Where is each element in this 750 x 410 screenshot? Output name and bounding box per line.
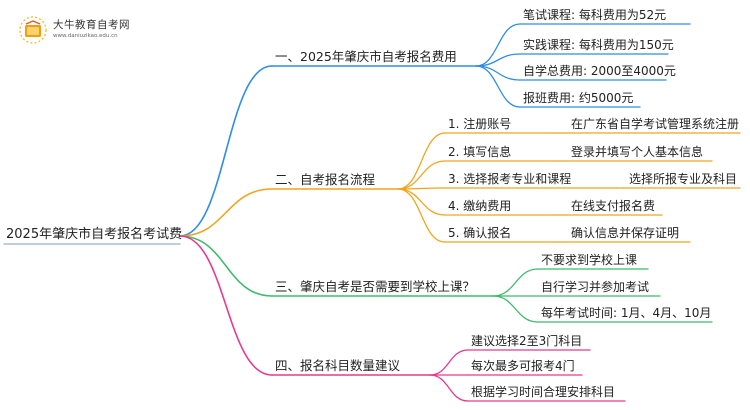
- step-pay-detail[interactable]: 在线支付报名费: [571, 199, 656, 213]
- attendance-not-required[interactable]: 不要求到学校上课: [541, 253, 638, 267]
- fee-class[interactable]: 报班费用: 约5000元: [523, 91, 634, 105]
- branch-fees[interactable]: 一、2025年肇庆市自考报名费用: [275, 49, 457, 64]
- fee-written[interactable]: 笔试课程: 每科费用为52元: [523, 8, 667, 22]
- branch-process[interactable]: 二、自考报名流程: [275, 172, 376, 187]
- step-register[interactable]: 1. 注册账号: [448, 117, 512, 131]
- fee-practical[interactable]: 实践课程: 每科费用为150元: [523, 38, 674, 52]
- branch-attendance[interactable]: 三、肇庆自考是否需要到学校上课？: [275, 279, 476, 294]
- leaf-connector-4-1: [429, 349, 469, 376]
- logo-name: 大牛教育自考网: [53, 19, 130, 31]
- step-choose-major[interactable]: 3. 选择报考专业和课程: [448, 172, 572, 186]
- logo-url: www.daniuzikao.edu.cn: [53, 33, 118, 39]
- leaf-connector-4-3: [429, 374, 469, 402]
- leaf-connector-2-2: [397, 160, 446, 190]
- root-topic[interactable]: 2025年肇庆市自考报名考试费: [6, 227, 183, 242]
- step-pay[interactable]: 4. 缴纳费用: [448, 199, 512, 213]
- leaf-connector-2-1: [397, 132, 446, 190]
- leaf-connector-3-1: [492, 268, 539, 297]
- step-confirm[interactable]: 5. 确认报名: [448, 226, 512, 240]
- leaf-connector-1-4: [475, 65, 521, 108]
- leaf-connector-2-5: [397, 188, 446, 243]
- book-icon: [19, 16, 47, 44]
- fee-self-study[interactable]: 自学总费用: 2000至4000元: [523, 64, 676, 78]
- branch-subjects[interactable]: 四、报名科目数量建议: [275, 358, 401, 373]
- branch-connector-2: [179, 188, 273, 237]
- step-fill-info[interactable]: 2. 填写信息: [448, 145, 512, 159]
- branch-connector-1: [179, 65, 273, 237]
- subjects-max[interactable]: 每次最多可报考4门: [471, 359, 575, 373]
- leaf-connector-2-4: [397, 188, 446, 216]
- attendance-self-study[interactable]: 自行学习并参加考试: [541, 280, 650, 294]
- leaf-connector-3-3: [492, 295, 539, 323]
- subjects-plan[interactable]: 根据学习时间合理安排科目: [471, 385, 616, 399]
- leaf-connector-1-1: [475, 23, 521, 67]
- branch-connector-3: [179, 235, 273, 297]
- attendance-exam-dates[interactable]: 每年考试时间: 1月、4月、10月: [541, 306, 712, 320]
- step-confirm-detail[interactable]: 确认信息并保存证明: [571, 226, 680, 240]
- step-fill-info-detail[interactable]: 登录并填写个人基本信息: [571, 145, 704, 159]
- subjects-suggest[interactable]: 建议选择2至3门科目: [471, 334, 583, 348]
- step-choose-major-detail[interactable]: 选择所报专业及科目: [629, 172, 738, 186]
- step-register-detail[interactable]: 在广东省自学考试管理系统注册: [571, 117, 740, 131]
- site-logo[interactable]: 大牛教育自考网 www.daniuzikao.edu.cn: [17, 14, 137, 48]
- branch-connector-4: [179, 235, 273, 376]
